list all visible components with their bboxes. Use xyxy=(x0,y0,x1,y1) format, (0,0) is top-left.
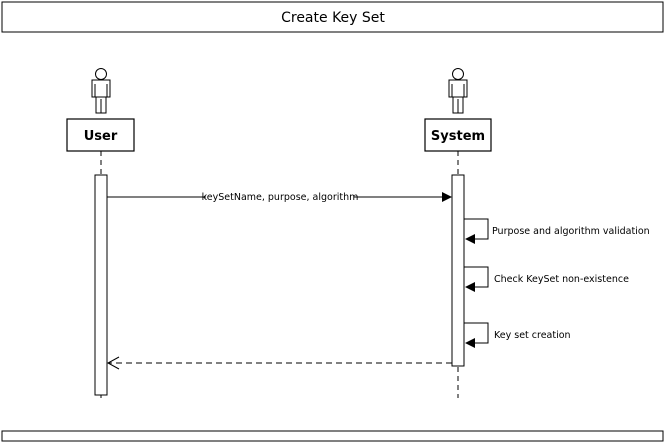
request-label: keySetName, purpose, algorithm xyxy=(202,192,359,203)
check-label: Check KeySet non-existence xyxy=(494,274,629,285)
user-box xyxy=(66,118,135,152)
user-actor-icon xyxy=(91,68,111,114)
creation-arrow-line xyxy=(464,322,489,344)
participant-user: User xyxy=(66,68,135,152)
request-label-bg xyxy=(206,190,354,203)
validation-arrow-line xyxy=(464,218,489,240)
request-arrowhead xyxy=(442,192,452,202)
system-label: System xyxy=(431,129,485,144)
message-return xyxy=(106,356,452,370)
system-activation-bar xyxy=(451,174,465,367)
title-box xyxy=(1,1,664,33)
diagram-title: Create Key Set xyxy=(281,10,385,26)
return-arrowhead xyxy=(106,356,120,370)
validation-label: Purpose and algorithm validation xyxy=(492,226,650,237)
self-message-validation: Purpose and algorithm validation xyxy=(464,218,650,244)
check-arrowhead xyxy=(465,282,475,292)
user-activation-bar xyxy=(94,174,108,396)
creation-arrowhead xyxy=(465,338,475,348)
system-box xyxy=(424,118,492,152)
self-message-creation: Key set creation xyxy=(464,322,571,348)
validation-arrowhead xyxy=(465,234,475,244)
participant-system: System xyxy=(424,68,492,152)
check-arrow-line xyxy=(464,266,489,288)
creation-label: Key set creation xyxy=(494,330,571,341)
bottom-box xyxy=(1,430,664,442)
system-actor-icon xyxy=(448,68,468,114)
message-request: keySetName, purpose, algorithm xyxy=(107,190,452,203)
user-label: User xyxy=(84,129,118,144)
self-message-check: Check KeySet non-existence xyxy=(464,266,629,292)
